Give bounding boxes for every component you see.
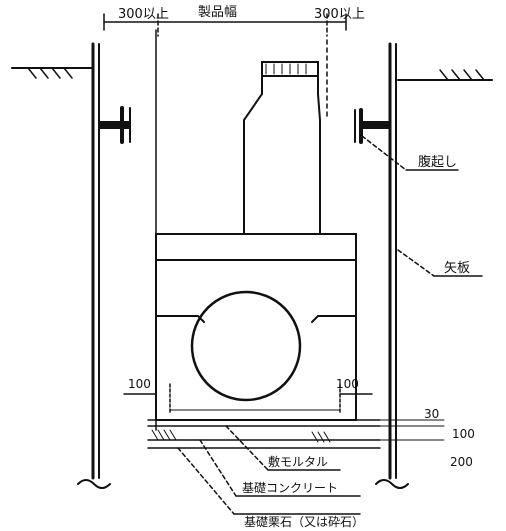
foundation-gravel-label: 基礎栗石（又は砕石） <box>244 514 364 529</box>
ground-line-left <box>11 67 93 79</box>
gravel-thickness-label: 200 <box>450 455 473 469</box>
sheet-pile-right <box>375 42 409 489</box>
product-width-label: 製品幅 <box>198 5 237 20</box>
right-offset-label: 100 <box>336 377 359 391</box>
side-offset-dimensions <box>123 383 373 413</box>
ground-line-right <box>397 69 493 81</box>
riser-product <box>243 61 321 235</box>
leader-lines <box>177 135 483 515</box>
sheet-pile-left <box>77 42 111 489</box>
foundation-layers <box>147 419 445 449</box>
concrete-thickness-label: 100 <box>452 427 475 441</box>
box-structure <box>155 233 357 421</box>
right-clearance-label: 300以上 <box>314 7 365 22</box>
waling-right <box>354 108 391 144</box>
waling-label: 腹起し <box>418 154 457 170</box>
waling-left <box>99 106 131 144</box>
left-clearance-label: 300以上 <box>118 7 169 22</box>
left-offset-label: 100 <box>128 377 151 391</box>
mortar-thickness-label: 30 <box>424 407 439 421</box>
bedding-mortar-label: 敷モルタル <box>268 454 328 469</box>
sheet-pile-label: 矢板 <box>444 261 470 276</box>
foundation-concrete-label: 基礎コンクリート <box>242 481 338 495</box>
